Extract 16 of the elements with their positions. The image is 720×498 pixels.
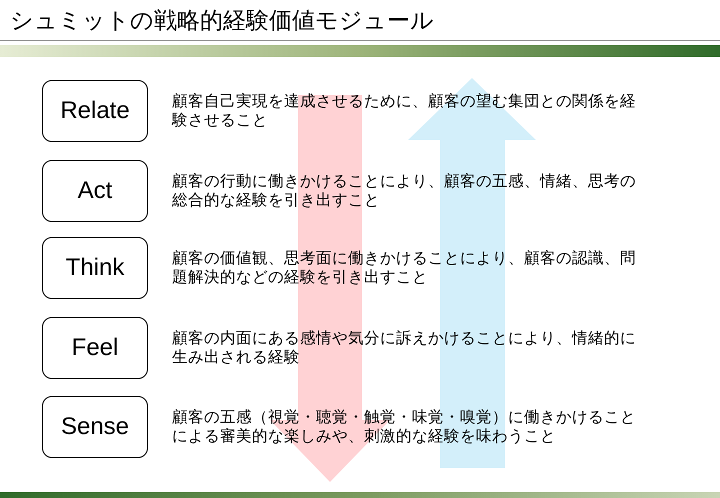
module-label: Sense: [60, 412, 130, 442]
module-box: [42, 317, 148, 379]
description-text: 顧客の行動に働きかけることにより、顧客の五感、情緒、思考の総合的な経験を引き出すこと: [172, 172, 637, 210]
description-text: 顧客自己実現を達成させるために、顧客の望む集団との関係を経験させること: [172, 92, 637, 130]
module-box: [42, 237, 148, 299]
description-text: 顧客の価値観、思考面に働きかけることにより、顧客の認識、問題解決的などの経験を引き出すこと: [172, 249, 637, 287]
module-label: Relate: [60, 96, 130, 126]
page-title: シュミットの戦略的経験価値モジュール: [10, 7, 434, 36]
description-text: 顧客の五感（視覚・聴覚・触覚・味覚・嗅覚）に働きかけることによる審美的な楽しみや、刺激的な経験を味わうこと: [172, 408, 637, 446]
module-label: Think: [66, 253, 124, 283]
module-box: [42, 80, 148, 142]
module-box: [42, 396, 148, 458]
module-box: [42, 160, 148, 222]
module-label: Feel: [72, 333, 118, 363]
description-text: 顧客の内面にある感情や気分に訴えかけることにより、情緒的に生み出される経験: [172, 329, 637, 367]
module-label: Act: [78, 176, 112, 206]
